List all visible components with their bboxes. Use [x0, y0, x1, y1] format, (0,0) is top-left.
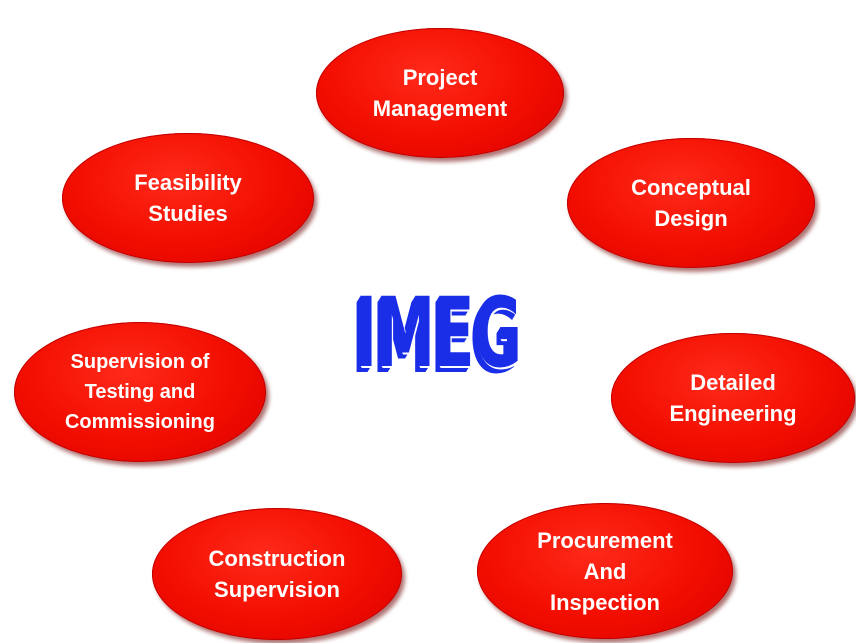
node-label: Conceptual Design: [631, 175, 751, 231]
node-label: Supervision of Testing and Commissioning: [64, 351, 215, 433]
node-procurement-inspection: Procurement And Inspection: [477, 503, 733, 639]
node-supervision-testing-commissioning: Supervision of Testing and Commissioning: [14, 322, 266, 462]
node-label: Detailed Engineering: [669, 370, 797, 426]
node-feasibility-studies: Feasibility Studies: [62, 133, 314, 263]
node-label: Feasibility Studies: [134, 170, 242, 226]
logo-text: IMEG: [355, 277, 522, 389]
node-label: Construction Supervision: [208, 546, 346, 602]
node-conceptual-design: Conceptual Design: [567, 138, 815, 268]
node-label: Procurement And Inspection: [537, 527, 673, 615]
node-construction-supervision: Construction Supervision: [152, 508, 402, 640]
node-project-management: Project Management: [316, 28, 564, 158]
center-logo: IMEG: [318, 278, 558, 388]
node-label: Project Management: [372, 65, 508, 121]
node-detailed-engineering: Detailed Engineering: [611, 333, 855, 463]
